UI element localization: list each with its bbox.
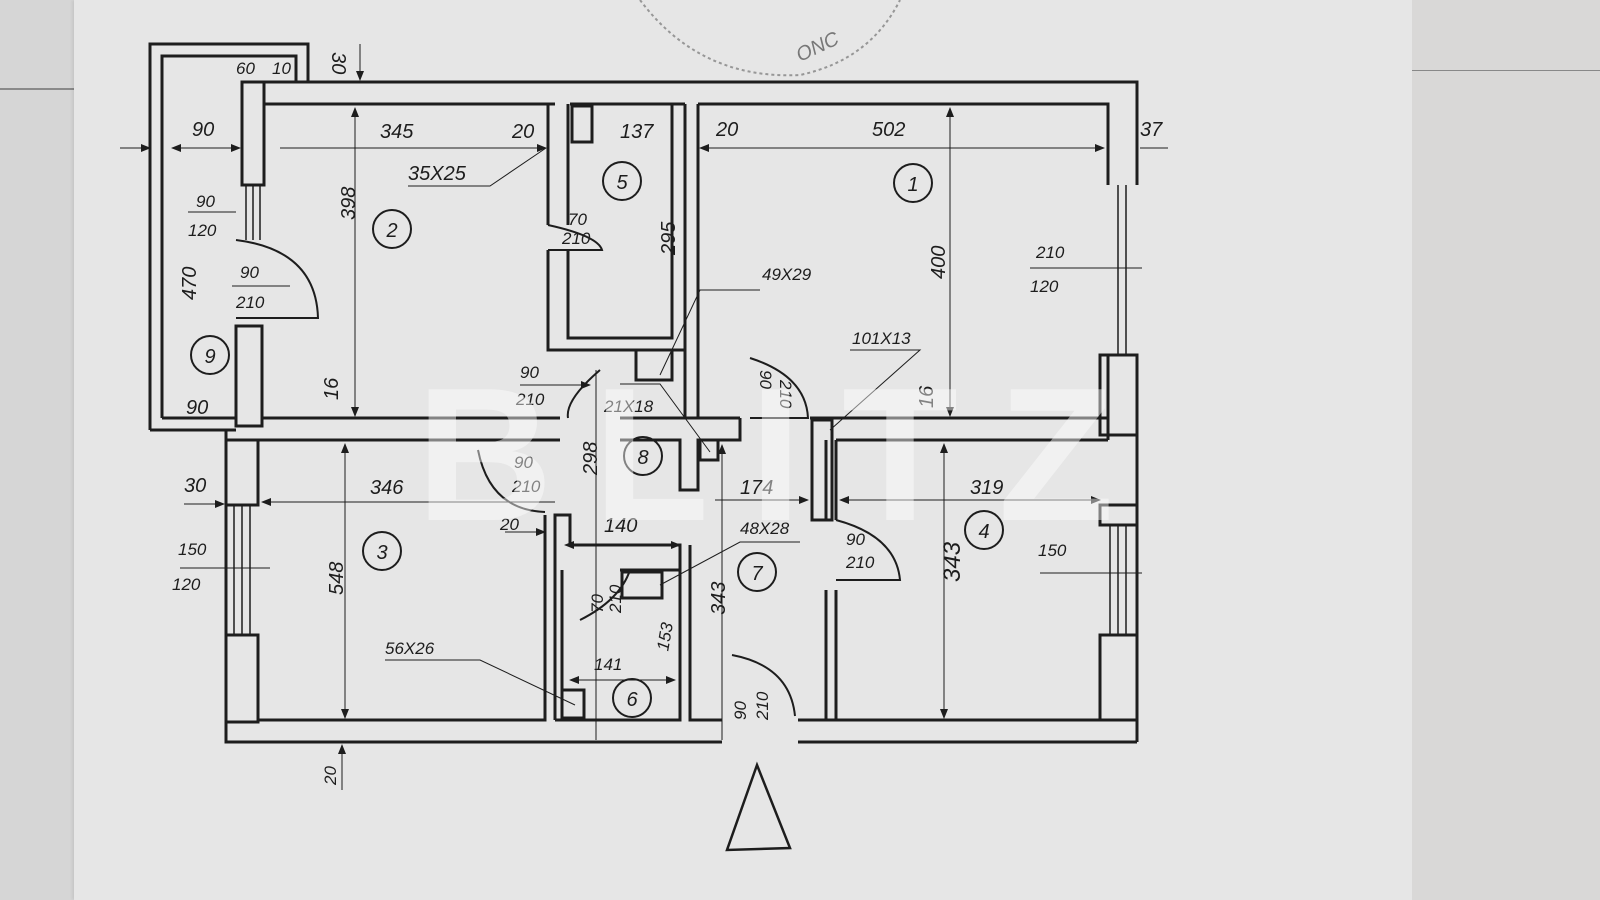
balcony-window-w: 90 xyxy=(196,192,215,211)
dim-room2-depth: 398 xyxy=(338,187,360,220)
dim-balcony-10: 10 xyxy=(272,59,291,78)
official-stamp: ONC xyxy=(639,0,901,77)
dim-room2-wall16: 16 xyxy=(321,377,343,400)
room1-window-h: 120 xyxy=(1030,277,1059,296)
room-9-number: 9 xyxy=(204,346,215,368)
sheet-edge-line xyxy=(1412,70,1600,71)
dim-room3-width: 346 xyxy=(370,477,404,499)
dim-hall7-depth: 343 xyxy=(708,582,730,615)
room-5-number: 5 xyxy=(616,172,628,194)
dim-room1-wall16: 16 xyxy=(916,385,938,408)
room1-window-w: 210 xyxy=(1035,243,1065,262)
room-numbers: 1 2 3 4 5 6 7 8 9 xyxy=(204,172,989,711)
room-7-number: 7 xyxy=(751,563,763,585)
opening-labels: 90 120 210 120 150 120 150 90 210 70 210… xyxy=(172,163,1067,721)
dim-room4-depth: 343 xyxy=(939,541,966,582)
background-sheet-left xyxy=(0,0,78,900)
door-room1-hall-w: 90 xyxy=(756,370,775,389)
door-room4-hall-h: 210 xyxy=(845,553,875,572)
dim-room1-wall: 20 xyxy=(715,119,738,141)
door-bath6-h: 210 xyxy=(606,584,625,614)
room-2-number: 2 xyxy=(385,220,397,242)
watermark: BLITZ xyxy=(416,349,1154,561)
dim-balcony-length: 470 xyxy=(179,267,201,300)
svg-text:ONC: ONC xyxy=(793,28,843,67)
door-entrance-h: 210 xyxy=(753,691,772,721)
door-room2-balcony-h: 210 xyxy=(235,293,265,312)
duct-101x13: 101X13 xyxy=(852,329,911,348)
dimension-lines xyxy=(120,44,1168,790)
door-room4-hall-w: 90 xyxy=(846,530,865,549)
orientation-triangle-icon xyxy=(725,761,792,852)
room-1-number: 1 xyxy=(907,174,918,196)
dim-room1-width: 502 xyxy=(872,119,905,141)
room-8-number: 8 xyxy=(637,447,648,469)
room-circles xyxy=(190,161,1004,718)
duct-49x29: 49X29 xyxy=(762,265,812,284)
dim-balcony-width: 90 xyxy=(192,119,214,141)
dim-top-wall: 30 xyxy=(327,52,349,74)
door-room5-w: 70 xyxy=(568,210,587,229)
dim-room4-width: 319 xyxy=(970,477,1003,499)
dim-room5-depth: 295 xyxy=(658,221,680,256)
room-4-number: 4 xyxy=(978,521,989,543)
door-room2-balcony-w: 90 xyxy=(240,263,259,282)
door-room3-hall-w: 90 xyxy=(514,453,533,472)
dim-room5-width: 137 xyxy=(620,121,654,143)
background-sheet-right xyxy=(1412,0,1600,900)
dim-room2-wall: 20 xyxy=(511,121,534,143)
room-6-number: 6 xyxy=(626,689,638,711)
door-room2-hall-w: 90 xyxy=(520,363,539,382)
dim-room3-wall20: 20 xyxy=(499,515,519,534)
room3-window-w: 150 xyxy=(178,540,207,559)
dim-room1-depth: 400 xyxy=(928,246,950,279)
duct-56x26: 56X26 xyxy=(385,639,435,658)
dim-hall8-width: 140 xyxy=(604,515,637,537)
dim-balcony-bottom: 90 xyxy=(186,397,208,419)
dim-hall8-depth: 298 xyxy=(580,442,602,476)
dim-room2-width: 345 xyxy=(380,121,414,143)
door-room1-hall-h: 210 xyxy=(776,379,795,409)
door-bath6-w: 70 xyxy=(588,594,607,613)
door-entrance-w: 90 xyxy=(731,701,750,720)
dim-balcony-60: 60 xyxy=(236,59,255,78)
walls xyxy=(148,42,1139,744)
room-3-number: 3 xyxy=(376,542,387,564)
dim-right-wall: 37 xyxy=(1140,119,1163,141)
dimension-labels: 30 60 10 90 90 470 345 20 398 16 137 295… xyxy=(179,52,1163,786)
door-room2-hall-h: 210 xyxy=(515,390,545,409)
balcony-window-h: 120 xyxy=(188,221,217,240)
sheet-edge-line xyxy=(0,88,78,90)
dim-room3-wall: 30 xyxy=(184,475,206,497)
duct-48x28: 48X28 xyxy=(740,519,790,538)
dim-hall7-width: 174 xyxy=(740,477,773,499)
duct-35x25: 35X25 xyxy=(408,163,467,185)
door-swings xyxy=(235,224,902,717)
dim-bottom-wall: 20 xyxy=(321,766,340,786)
door-room3-hall-h: 210 xyxy=(511,477,541,496)
dim-room3-depth: 548 xyxy=(326,562,348,595)
dim-bath6-width: 141 xyxy=(594,655,622,674)
duct-21x18: 21X18 xyxy=(603,397,654,416)
door-room5-h: 210 xyxy=(561,229,591,248)
dim-bath6-depth: 153 xyxy=(653,621,677,653)
room4-window-w: 150 xyxy=(1038,541,1067,560)
room3-window-h: 120 xyxy=(172,575,201,594)
